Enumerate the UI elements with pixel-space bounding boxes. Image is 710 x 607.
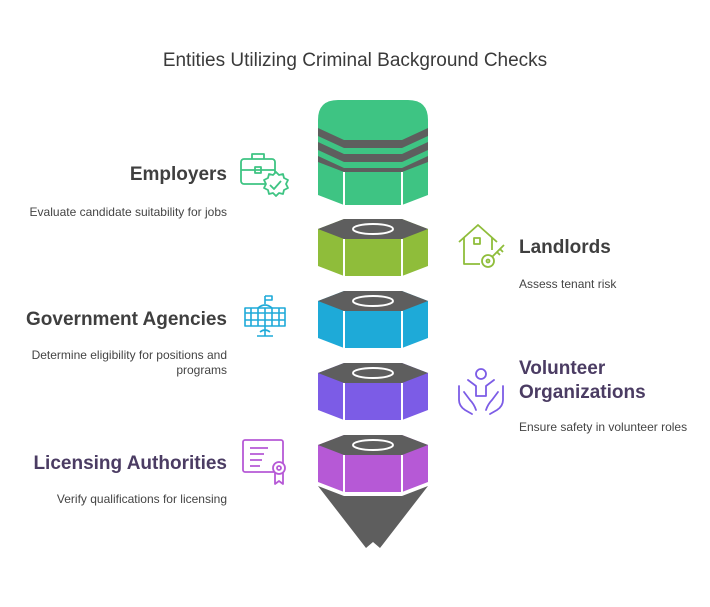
- landlords-segment: [318, 219, 428, 276]
- volunteer-description: Ensure safety in volunteer roles: [519, 420, 688, 434]
- government-segment: [318, 291, 428, 348]
- employers-segment: [318, 100, 428, 205]
- licensing-description: Verify qualifications for licensing: [56, 492, 227, 506]
- briefcase-check-icon: [240, 153, 289, 197]
- landlords-heading: Landlords: [519, 237, 611, 258]
- government-building-icon: [244, 295, 286, 337]
- government-description: Determine eligibility for positions and …: [31, 348, 227, 377]
- landlords-description: Assess tenant risk: [519, 277, 617, 291]
- house-key-icon: [458, 224, 505, 268]
- government-heading: Government Agencies: [26, 309, 227, 330]
- certificate-icon: [242, 439, 286, 485]
- licensing-heading: Licensing Authorities: [33, 453, 227, 474]
- licensing-segment: [318, 435, 428, 548]
- volunteer-segment: [318, 363, 428, 420]
- employers-heading: Employers: [129, 164, 227, 185]
- hands-person-icon: [458, 368, 504, 415]
- diagram-title: Entities Utilizing Criminal Background C…: [162, 50, 548, 71]
- volunteer-heading: Volunteer Organizations: [519, 358, 646, 403]
- employers-description: Evaluate candidate suitability for jobs: [29, 205, 227, 219]
